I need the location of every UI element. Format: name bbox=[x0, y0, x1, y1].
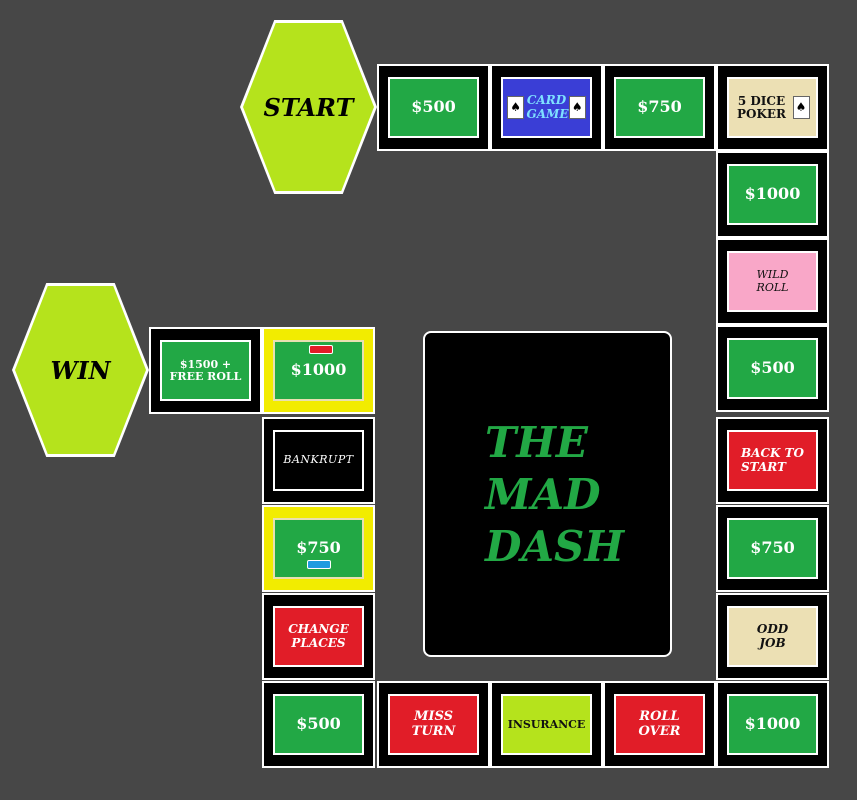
space-change-places[interactable]: CHANGE PLACES bbox=[262, 593, 375, 680]
title-card: THE MAD DASH bbox=[423, 331, 672, 657]
space-label: WILD ROLL bbox=[756, 267, 789, 294]
space-right-750[interactable]: $750 bbox=[716, 505, 829, 592]
space-label: $750 bbox=[296, 538, 341, 558]
space-label: CHANGE PLACES bbox=[288, 621, 349, 650]
space-wild-roll[interactable]: WILD ROLL bbox=[716, 238, 829, 325]
space-insurance[interactable]: INSURANCE bbox=[490, 681, 603, 768]
title-line: DASH bbox=[485, 522, 625, 571]
space-label: MISS TURN bbox=[411, 708, 456, 739]
win-label: WIN bbox=[50, 355, 111, 385]
space-label: BACK TO START bbox=[741, 445, 804, 474]
space-label: 5 DICE POKER bbox=[736, 93, 787, 121]
space-free-roll[interactable]: $1500 + FREE ROLL bbox=[149, 327, 262, 414]
title-line: THE bbox=[485, 418, 588, 467]
space-label: INSURANCE bbox=[507, 717, 586, 731]
space-5-dice-poker[interactable]: 5 DICE POKER ♠ bbox=[716, 64, 829, 151]
space-label: $1000 bbox=[744, 184, 801, 204]
space-label: $750 bbox=[750, 538, 795, 558]
space-label: $750 bbox=[637, 97, 682, 117]
playing-card-icon: ♠ bbox=[792, 96, 810, 119]
space-left-1000[interactable]: $1000 bbox=[262, 327, 375, 414]
space-label: ODD JOB bbox=[756, 621, 789, 650]
space-top-500[interactable]: $500 bbox=[377, 64, 490, 151]
space-label: $500 bbox=[296, 714, 341, 734]
space-label: $1000 bbox=[290, 360, 347, 380]
space-right-500[interactable]: $500 bbox=[716, 325, 829, 412]
space-left-750[interactable]: $750 bbox=[262, 505, 375, 592]
space-label: $1000 bbox=[744, 714, 801, 734]
space-label: $1500 + FREE ROLL bbox=[169, 357, 242, 383]
blue-pawn[interactable] bbox=[307, 560, 331, 569]
space-back-to-start[interactable]: BACK TO START bbox=[716, 417, 829, 504]
playing-card-icon: ♠ bbox=[507, 96, 525, 119]
space-card-game[interactable]: ♠ CARD GAME ♠ bbox=[490, 64, 603, 151]
start-space[interactable]: START bbox=[240, 20, 377, 194]
space-label: CARD GAME bbox=[526, 92, 569, 121]
playing-card-icon: ♠ bbox=[568, 96, 586, 119]
space-label: $500 bbox=[411, 97, 456, 117]
space-bottom-500[interactable]: $500 bbox=[262, 681, 375, 768]
space-roll-over[interactable]: ROLL OVER bbox=[603, 681, 716, 768]
title-line: MAD bbox=[485, 470, 601, 519]
space-top-750[interactable]: $750 bbox=[603, 64, 716, 151]
win-space[interactable]: WIN bbox=[12, 283, 149, 457]
space-label: BANKRUPT bbox=[283, 453, 354, 467]
space-label: ROLL OVER bbox=[638, 708, 681, 739]
game-title: THE MAD DASH bbox=[485, 417, 624, 573]
space-miss-turn[interactable]: MISS TURN bbox=[377, 681, 490, 768]
space-odd-job[interactable]: ODD JOB bbox=[716, 593, 829, 680]
space-corner-1000[interactable]: $1000 bbox=[716, 681, 829, 768]
space-bankrupt[interactable]: BANKRUPT bbox=[262, 417, 375, 504]
space-right-1000[interactable]: $1000 bbox=[716, 151, 829, 238]
space-label: $500 bbox=[750, 358, 795, 378]
red-pawn[interactable] bbox=[309, 345, 333, 354]
start-label: START bbox=[263, 92, 354, 122]
